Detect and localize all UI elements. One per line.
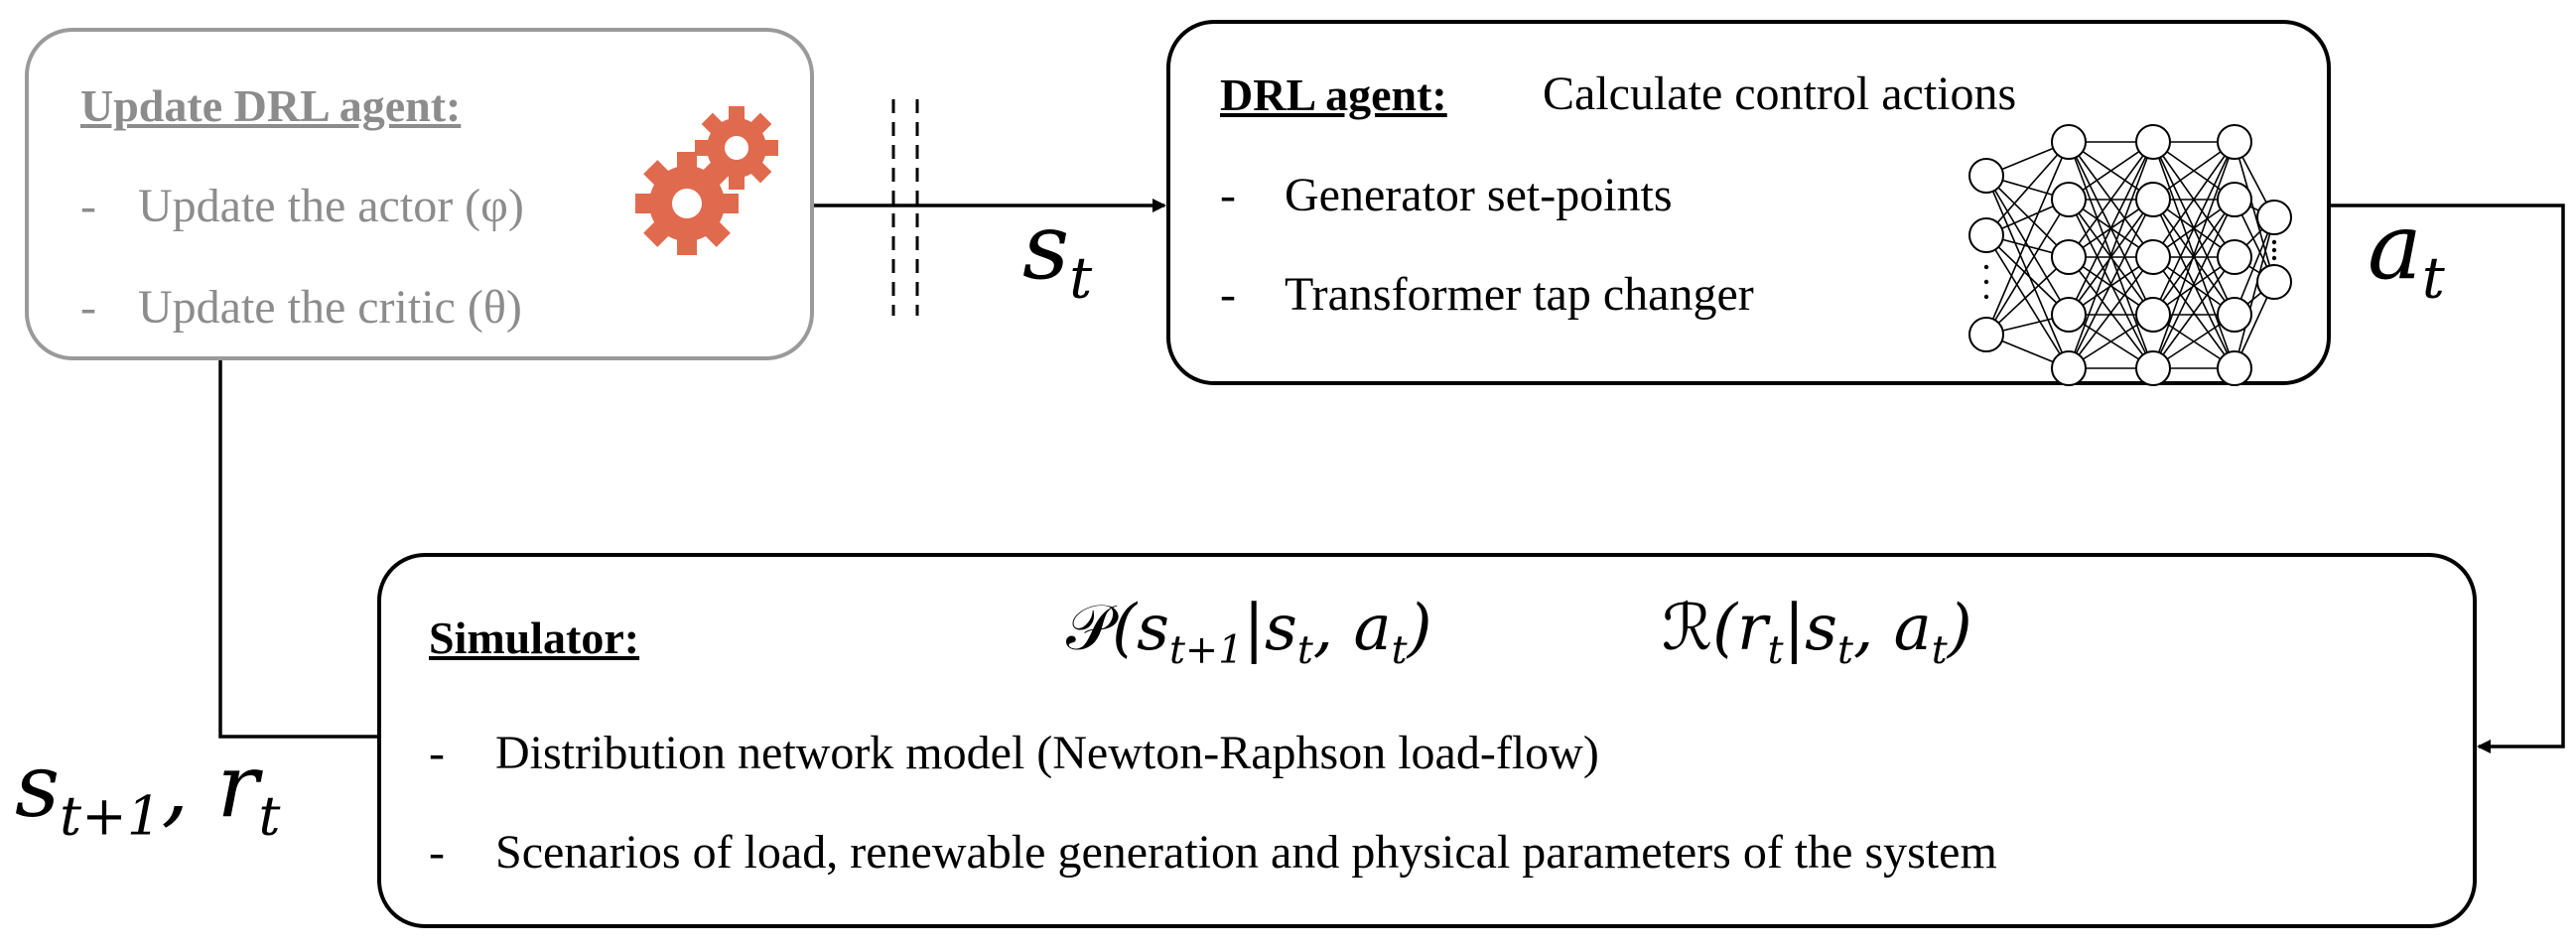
nn-connection	[1985, 199, 2070, 336]
nn-connection	[2068, 141, 2154, 369]
nn-connection	[1985, 234, 2070, 316]
nn-connection	[2068, 256, 2154, 369]
nn-ellipsis-dot	[2271, 247, 2277, 253]
nn-node	[2217, 350, 2252, 386]
generator-setpoints-item: Generator set-points	[1285, 169, 1673, 221]
nn-node	[2217, 297, 2252, 333]
list-dash: -	[429, 826, 445, 879]
network-model-item: Distribution network model (Newton-Raphs…	[495, 727, 1599, 779]
nn-connection	[2152, 141, 2236, 258]
nn-node	[2135, 350, 2171, 386]
scenarios-item: Scenarios of load, renewable generation …	[495, 826, 1997, 879]
drl-agent-heading: DRL agent:	[1220, 69, 1447, 120]
nn-node	[2135, 124, 2171, 160]
nn-connection	[2152, 199, 2236, 369]
nn-node	[2051, 182, 2087, 217]
update-agent-heading: Update DRL agent:	[80, 80, 462, 131]
next-state-reward-label: st+1, rt	[15, 735, 281, 848]
list-dash: -	[80, 180, 96, 232]
gears-icon	[635, 106, 778, 255]
nn-node	[2135, 297, 2171, 333]
nn-connection	[1985, 141, 2070, 236]
nn-connection	[1985, 175, 2070, 369]
nn-connection	[1985, 175, 2070, 316]
nn-connection	[2068, 141, 2154, 258]
feedback-line	[218, 360, 377, 739]
nn-connection	[2234, 141, 2275, 283]
list-dash: -	[1220, 268, 1236, 321]
transition-probability-formula: 𝒫(st+1|st, at)	[1066, 592, 1432, 673]
nn-node	[2051, 124, 2087, 160]
nn-connection	[1985, 234, 2070, 369]
nn-node	[2051, 239, 2087, 275]
reward-function-formula: ℛ(rt|st, at)	[1662, 592, 1972, 673]
nn-connection	[1985, 175, 2070, 258]
nn-connection	[1985, 141, 2070, 336]
neural-network-icon	[1968, 124, 2292, 386]
nn-connection	[2068, 199, 2154, 369]
transformer-tap-item: Transformer tap changer	[1285, 268, 1754, 321]
nn-connection	[1985, 256, 2070, 336]
nn-connection	[2234, 216, 2275, 369]
nn-connection	[2152, 141, 2236, 316]
update-actor-item: Update the actor (φ)	[138, 180, 524, 232]
list-dash: -	[80, 281, 96, 334]
nn-node	[2217, 239, 2252, 275]
nn-node	[2135, 182, 2171, 217]
update-critic-item: Update the critic (θ)	[138, 281, 522, 334]
simulator-box: Simulator: 𝒫(st+1|st, at) ℛ(rt|st, at) -…	[377, 553, 2477, 928]
action-arrow	[2331, 204, 2565, 753]
nn-connection	[2152, 256, 2236, 369]
nn-node	[2217, 182, 2252, 217]
update-drl-agent-box: Update DRL agent: - Update the actor (φ)…	[25, 28, 814, 360]
nn-ellipsis-dot	[2271, 239, 2277, 245]
nn-node	[2135, 239, 2171, 275]
drl-agent-subtitle: Calculate control actions	[1543, 68, 2017, 120]
nn-connection	[2068, 141, 2154, 316]
simulator-heading: Simulator:	[429, 612, 640, 663]
nn-node	[1968, 217, 2004, 253]
nn-node	[2051, 350, 2087, 386]
nn-ellipsis-dot	[1983, 264, 1989, 270]
list-dash: -	[429, 727, 445, 779]
nn-ellipsis-dot	[1983, 294, 1989, 300]
nn-node	[2256, 200, 2292, 235]
nn-ellipsis-dot	[2271, 255, 2277, 261]
list-dash: -	[1220, 169, 1236, 221]
nn-node	[2051, 297, 2087, 333]
nn-node	[1968, 158, 2004, 194]
drl-agent-box: DRL agent: Calculate control actions - G…	[1166, 20, 2331, 386]
action-label: at	[2368, 194, 2445, 312]
state-label: st	[1022, 194, 1093, 312]
nn-node	[2217, 124, 2252, 160]
nn-ellipsis-dot	[1983, 279, 1989, 285]
nn-node	[1968, 317, 2004, 352]
nn-node	[2256, 264, 2292, 300]
nn-connection	[2152, 141, 2236, 369]
